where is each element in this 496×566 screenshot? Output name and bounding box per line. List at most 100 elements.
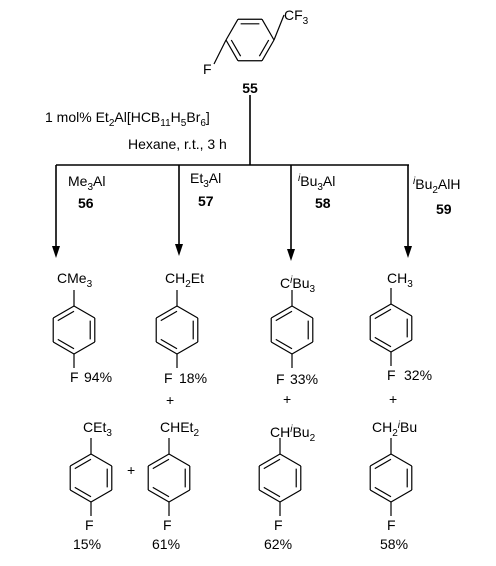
product-57-group: CH2Et [165,270,204,290]
product-cet3-ring [69,453,113,503]
product-chibu2-ring-bond [258,489,281,503]
reagent-56: Me3Al [68,173,105,193]
product-chet2-yield: 61% [152,536,180,552]
product-59-ring-bond [369,303,392,317]
product-57-ring-bond [176,305,199,319]
start-benzene-ring-bond [261,18,275,41]
product-ch2ibu-halogen: F [387,517,396,533]
product-ch2ibu-ring-bond [369,489,392,503]
arrow-head-1 [175,244,183,256]
product-57-ring-bond [155,305,178,319]
plus-sign-57: + [166,392,174,408]
product-56-yield: 94% [84,369,112,385]
product-56-ring-bond [73,305,96,319]
product-56-ring-inner-bond [57,310,75,322]
product-57-ring-bond [155,341,178,355]
reagent-57: Et3Al [190,170,221,190]
product-chibu2-halogen: F [274,517,283,533]
product-59-ring-bond [390,339,413,353]
solvent-label: Hexane, r.t., 3 h [128,136,227,152]
compound-number-56: 56 [78,195,94,211]
compound-number-57: 57 [198,193,214,209]
product-59-halogen: F [387,367,396,383]
compound-number-59: 59 [436,201,452,217]
product-58-ring-inner-bond [275,310,293,322]
product-chibu2-ring-bond [279,489,302,503]
product-58-ring-inner-bond [275,338,293,350]
product-56-ring [52,305,96,355]
product-59-ring-bond [390,303,413,317]
product-56-ring-inner-bond [57,338,75,350]
product-chet2-ring-bond [168,489,191,503]
product-cet3-ring-inner-bond [74,458,92,470]
product-59-ring-bond [369,339,392,353]
product-57-yield: 18% [179,370,207,386]
product-chibu2-ring-inner-bond [263,486,281,498]
start-cf3-bond [273,14,285,41]
product-59-ring-inner-bond [374,308,392,320]
product-58-ring [270,305,314,355]
product-58-yield: 33% [290,371,318,387]
product-cet3-ring-bond [90,489,113,503]
product-56-halogen: F [70,369,79,385]
product-59-group: CH3 [387,270,413,290]
product-cet3-halogen: F [85,517,94,533]
product-57-ring-bond [176,341,199,355]
product-59-ring [369,303,413,353]
plus-sign-59: + [389,391,397,407]
start-benzene-ring-bond [225,39,239,62]
product-chibu2-yield: 62% [264,536,292,552]
product-chet2-ring-inner-bond [152,458,170,470]
product-ch2ibu-ring [369,453,413,503]
start-compound-number: 55 [242,80,258,96]
product-chibu2-ring-inner-bond [263,458,281,470]
start-halogen: F [203,61,212,77]
product-56-ring-bond [73,341,96,355]
product-58-ring-bond [291,305,314,319]
plus-sign-between: + [127,462,135,478]
product-cet3-ring-bond [69,453,92,467]
plus-sign-58: + [283,391,291,407]
product-56-group: CMe3 [57,270,93,290]
product-chet2-ring-inner-bond [152,486,170,498]
start-benzene-ring-inner-bond [230,39,242,57]
bond-lines [52,14,413,516]
product-57-ring-inner-bond [160,310,178,322]
product-57-halogen: F [164,370,173,386]
product-ch2ibu-ring-inner-bond [374,458,392,470]
product-chet2-halogen: F [163,517,172,533]
product-cet3-ring-inner-bond [74,486,92,498]
arrow-head-3 [404,246,412,258]
start-benzene-ring-bond [225,18,239,41]
start-benzene-ring [225,18,275,62]
product-58-halogen: F [276,371,285,387]
product-chibu2-ring-bond [279,453,302,467]
product-chet2-ring-bond [147,489,170,503]
product-57-ring-inner-bond [160,338,178,350]
product-ch2ibu-yield: 58% [380,536,408,552]
catalyst-label: 1 mol% Et2Al[HCB11H5Br6] [45,109,210,129]
product-cet3-ring-bond [69,489,92,503]
product-56-ring-bond [52,305,75,319]
product-chet2-ring-bond [168,453,191,467]
reagent-59: iBu2AlH [413,176,460,196]
compound-number-58: 58 [315,195,331,211]
product-ch2ibu-ring-bond [390,453,413,467]
product-58-ring-bond [270,341,293,355]
start-benzene-ring-inner-bond [258,39,270,57]
arrow-head-2 [287,249,295,261]
arrow-head-0 [52,246,60,258]
product-57-ring [155,305,199,355]
product-ch2ibu-ring-bond [390,489,413,503]
product-ch2ibu-group: CH2iBu [372,419,417,439]
product-chet2-group: CHEt2 [160,419,199,439]
start-f-bond [213,39,227,65]
product-chibu2-ring-bond [258,453,281,467]
product-cet3-group: CEt3 [83,419,112,439]
product-ch2ibu-ring-inner-bond [374,486,392,498]
product-chet2-ring-bond [147,453,170,467]
product-58-ring-bond [291,341,314,355]
start-substituent: CF3 [284,7,309,27]
product-chibu2-group: CHiBu2 [270,424,316,444]
